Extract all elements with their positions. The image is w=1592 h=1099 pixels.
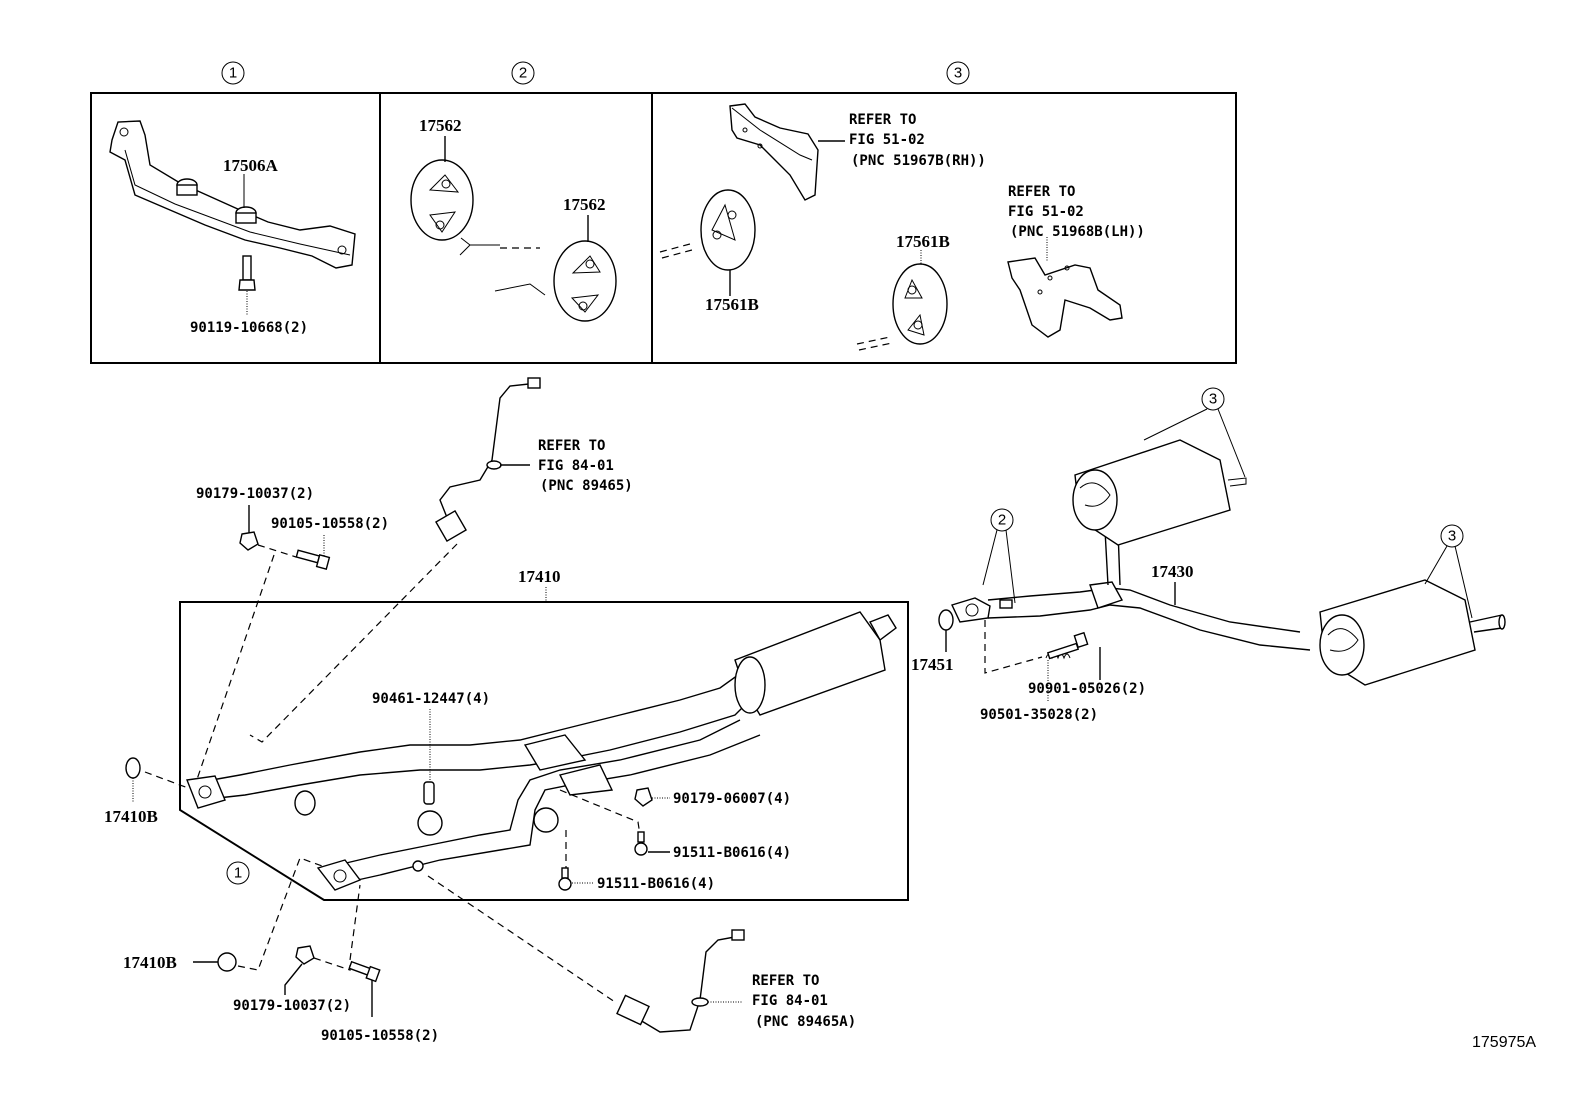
part-label-91511-b0616-1[interactable]: 91511-B0616(4): [673, 845, 791, 861]
part-label-17410[interactable]: 17410: [518, 567, 561, 586]
gasket-17410b-lower[interactable]: [217, 952, 237, 972]
part-label-17561b-left[interactable]: 17561B: [705, 295, 759, 314]
svg-text:1: 1: [234, 865, 242, 882]
bolt-90119[interactable]: [238, 255, 256, 291]
o2-sensor-upper[interactable]: [435, 377, 541, 542]
part-label-90901-05026[interactable]: 90901-05026(2): [1028, 681, 1146, 697]
nut-lower[interactable]: [295, 945, 315, 965]
hanger-17562-upper[interactable]: [410, 159, 474, 241]
panel-callout-1[interactable]: 1: [221, 61, 245, 85]
svg-text:2: 2: [519, 65, 527, 82]
callout-2-tail[interactable]: 2: [990, 508, 1014, 532]
part-label-90105-10558-upper[interactable]: 90105-10558(2): [271, 516, 389, 532]
part-label-90119-10668[interactable]: 90119-10668(2): [190, 320, 308, 336]
hanger-17562-lower[interactable]: [553, 240, 617, 322]
refer-to-sensor-upper[interactable]: REFER TO FIG 84-01 (PNC 89465): [538, 438, 633, 494]
detail-panels: 1 2 3 17506A 90119-10668(2): [90, 61, 1237, 364]
front-pipe-assembly[interactable]: [186, 611, 897, 891]
svg-text:2: 2: [998, 512, 1006, 529]
svg-text:1: 1: [229, 65, 237, 82]
support-bracket[interactable]: [109, 120, 356, 269]
callout-1-main[interactable]: 1: [226, 861, 250, 885]
tail-pipe-assembly[interactable]: [951, 439, 1506, 686]
part-label-17506a[interactable]: 17506A: [223, 156, 279, 175]
part-label-90179-10037-lower[interactable]: 90179-10037(2): [233, 998, 351, 1014]
part-label-17562-upper[interactable]: 17562: [419, 116, 462, 135]
refer-to-lh[interactable]: REFER TO FIG 51-02 (PNC 51968B(LH)): [1008, 184, 1145, 240]
part-label-17561b-right[interactable]: 17561B: [896, 232, 950, 251]
part-label-17562-lower[interactable]: 17562: [563, 195, 606, 214]
bolt-upper[interactable]: [295, 549, 331, 570]
bolt-lower[interactable]: [348, 960, 381, 983]
refer-to-sensor-lower[interactable]: REFER TO FIG 84-01 (PNC 89465A): [752, 973, 856, 1030]
hanger-17561b-left[interactable]: [700, 189, 756, 271]
bracket-51968b-lh[interactable]: [1007, 257, 1123, 338]
gasket-17410b-upper[interactable]: [125, 757, 141, 779]
part-label-90179-10037-upper[interactable]: 90179-10037(2): [196, 486, 314, 502]
figure-id: 175975A: [1472, 1034, 1536, 1051]
part-label-17410b-lower[interactable]: 17410B: [123, 953, 177, 972]
hanger-pin: [999, 599, 1013, 609]
part-label-17430[interactable]: 17430: [1151, 562, 1194, 581]
svg-text:3: 3: [1448, 528, 1456, 545]
part-label-90179-06007[interactable]: 90179-06007(4): [673, 791, 791, 807]
panel-callout-2[interactable]: 2: [511, 61, 535, 85]
nut-center[interactable]: [634, 787, 653, 807]
bolt-center-1[interactable]: [634, 831, 648, 856]
refer-to-rh[interactable]: REFER TO FIG 51-02 (PNC 51967B(RH)): [849, 112, 986, 169]
part-label-17410b-upper[interactable]: 17410B: [104, 807, 158, 826]
part-label-90461-12447[interactable]: 90461-12447(4): [372, 691, 490, 707]
gasket-17451[interactable]: [938, 609, 954, 631]
o2-sensor-lower[interactable]: [616, 929, 745, 1033]
svg-text:3: 3: [1209, 391, 1217, 408]
hanger-17561b-right[interactable]: [892, 263, 948, 345]
panel-callout-3[interactable]: 3: [946, 61, 970, 85]
bracket-51967b-rh[interactable]: [729, 103, 819, 201]
part-label-90501-35028[interactable]: 90501-35028(2): [980, 707, 1098, 723]
callout-3-tail-upper[interactable]: 3: [1201, 387, 1225, 411]
hanger-rod: [459, 237, 500, 256]
part-label-91511-b0616-2[interactable]: 91511-B0616(4): [597, 876, 715, 892]
bolt-90901[interactable]: [1046, 631, 1089, 660]
detail-frame: [90, 92, 1237, 364]
part-label-17451[interactable]: 17451: [911, 655, 954, 674]
assembly-box-17410: [179, 601, 909, 901]
bolt-center-2[interactable]: [558, 867, 572, 891]
nut-upper[interactable]: [239, 531, 259, 551]
part-label-90105-10558-lower[interactable]: 90105-10558(2): [321, 1028, 439, 1044]
callout-3-tail-lower[interactable]: 3: [1440, 524, 1464, 548]
svg-text:3: 3: [954, 65, 962, 82]
